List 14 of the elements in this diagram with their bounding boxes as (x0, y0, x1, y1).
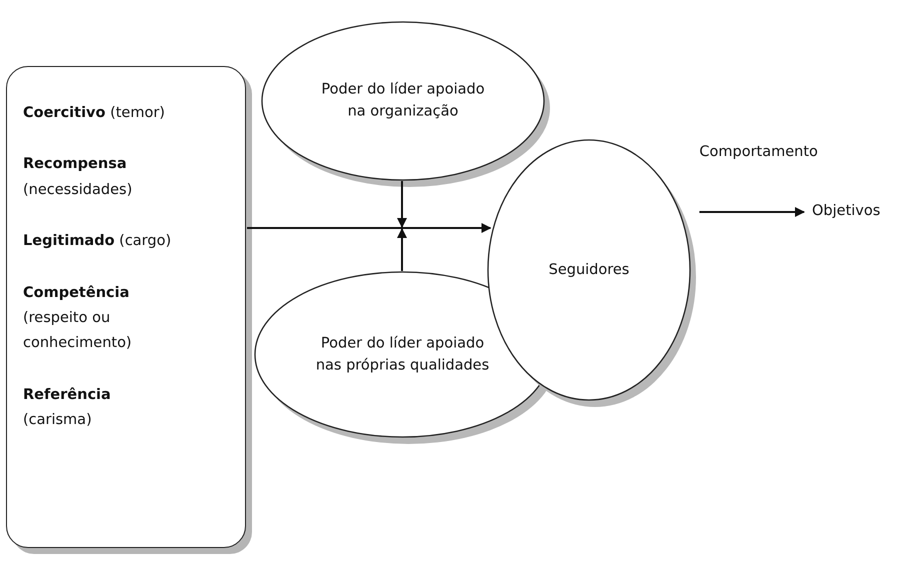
node-text: Poder do líder apoiado nas próprias qualidades (316, 335, 490, 374)
node-text: Seguidores (548, 262, 630, 278)
power-type-text: Recompensa (necessidades) (23, 155, 134, 200)
node-text: Poder do líder apoiado na organização (321, 82, 485, 120)
arrow (247, 223, 492, 233)
edge-label: Comportamento (699, 144, 818, 160)
node-text: Objetivos (812, 202, 880, 221)
arrow (699, 207, 805, 217)
power-type-text: Competência (respeito ou conhecimento) (23, 284, 133, 354)
power-type-text: Legitimado (cargo) (23, 232, 172, 252)
power-type-text: Referência (carisma) (23, 386, 112, 430)
arrow (397, 181, 407, 228)
arrow (397, 228, 407, 271)
power-type-text: Coercitivo (temor) (23, 104, 166, 123)
